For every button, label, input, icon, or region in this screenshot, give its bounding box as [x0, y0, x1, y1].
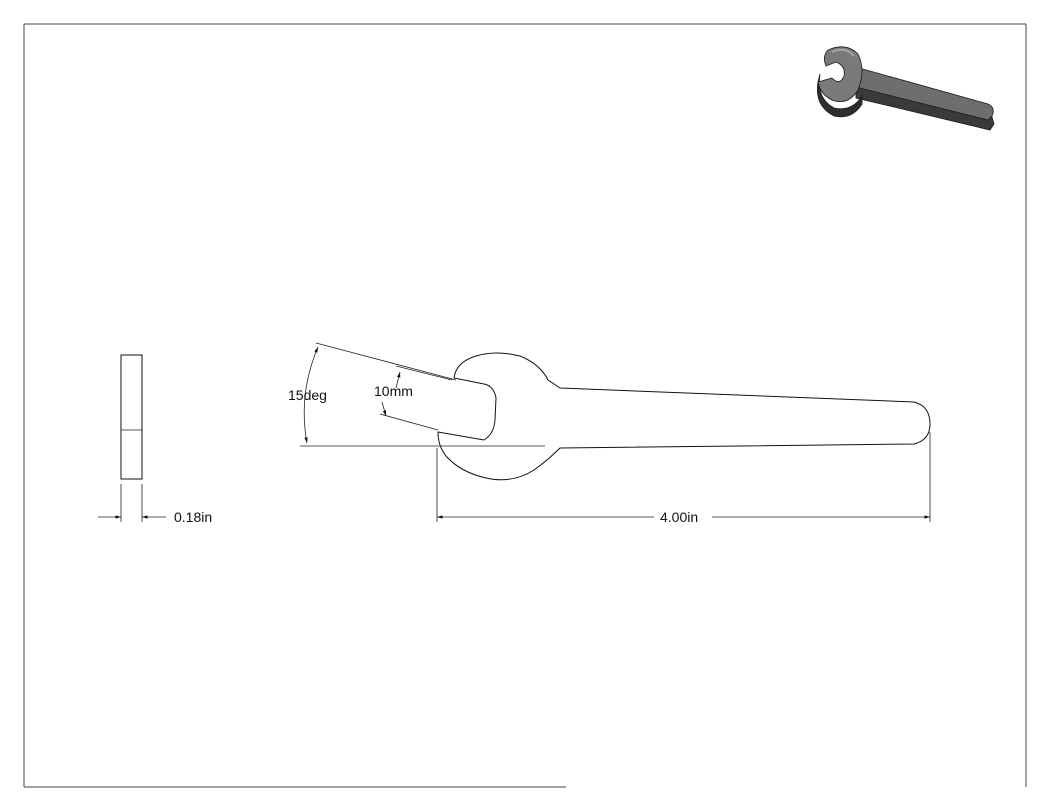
angle-label: 15deg [288, 387, 327, 403]
length-dimension: 4.00in [436, 432, 931, 525]
length-label: 4.00in [660, 509, 698, 525]
angle-dimension: 15deg [288, 342, 457, 447]
front-view [437, 352, 931, 481]
jaw-opening-label: 10mm [374, 383, 413, 399]
jaw-opening-dimension: 10mm [374, 365, 453, 431]
thickness-label: 0.18in [174, 509, 212, 525]
isometric-wrench-view [816, 46, 995, 131]
thickness-dimension: 0.18in [98, 484, 212, 525]
side-view [120, 354, 143, 480]
sheet-border [23, 23, 1027, 788]
